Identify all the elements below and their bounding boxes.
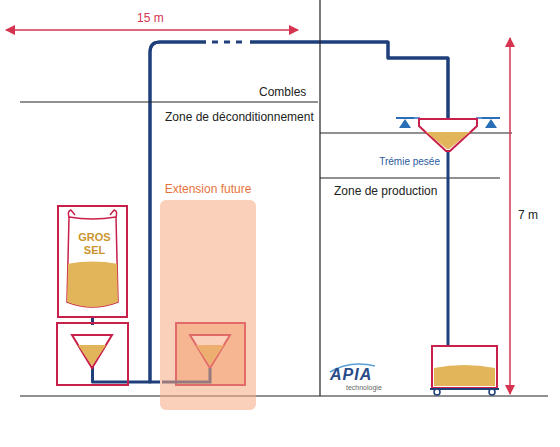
zone-label: Zone de déconditionnement <box>165 110 314 124</box>
conveying-line <box>93 42 449 382</box>
bin-base <box>430 388 499 390</box>
big-bag <box>59 207 126 316</box>
line-break <box>206 36 250 50</box>
discharge-line <box>447 152 450 346</box>
floor-line <box>20 395 548 396</box>
big-bag-frame: GROS SEL <box>57 205 128 318</box>
wheel <box>434 389 440 395</box>
dimension-label: 7 m <box>518 208 538 222</box>
zone-label: Zone de production <box>334 184 437 198</box>
salt-fill <box>78 345 106 366</box>
zone-line <box>320 177 500 178</box>
attic-floor <box>320 132 512 133</box>
attic-floor <box>20 101 318 102</box>
hopper-frame <box>57 323 128 385</box>
break-dashes <box>212 41 242 44</box>
weighing-hopper <box>418 118 478 152</box>
dimension-line <box>6 29 298 31</box>
wheel <box>489 389 495 395</box>
node-label: Extension future <box>150 182 266 196</box>
node-label: Trémie pesée <box>379 156 440 167</box>
production-bin <box>432 346 497 388</box>
dimension-line <box>509 38 511 394</box>
zone-label: Combles <box>259 85 306 99</box>
dimension-label: 15 m <box>137 11 164 25</box>
node-label: GROS SEL <box>73 231 116 257</box>
weighing-hopper: Trémie pesée <box>418 118 478 152</box>
future-extension-zone: Extension future <box>160 200 256 410</box>
hopper-funnel <box>72 335 112 368</box>
salt-fill <box>434 365 495 386</box>
logo-subtext: technologie <box>346 384 382 391</box>
logo-text: APIA <box>330 366 372 384</box>
zone-wall <box>319 0 320 396</box>
